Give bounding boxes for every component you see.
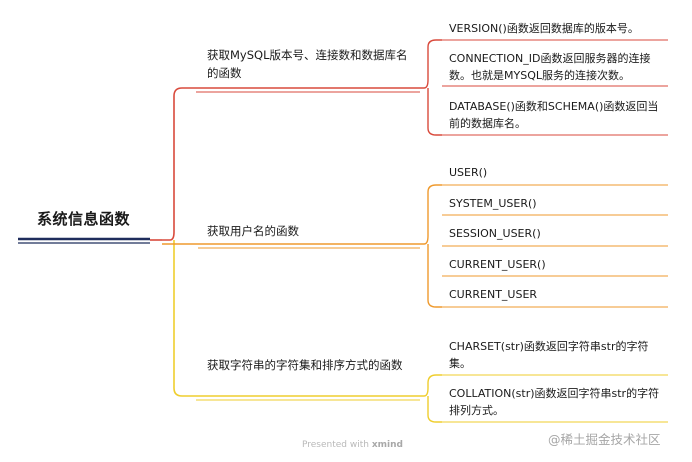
branch-3-leaf-bracket-upper [420,374,442,397]
leaf-current-user-fn[interactable]: CURRENT_USER() [449,258,546,271]
branch-version-connection[interactable]: 获取MySQL版本号、连接数和数据库名的函数 [207,48,408,80]
leaf-version[interactable]: VERSION()函数返回数据库的版本号。 [449,22,639,35]
branch-1-bracket [162,87,190,241]
leaf-user[interactable]: USER() [449,166,488,179]
root-topic[interactable]: 系统信息函数 [37,210,131,228]
leaf-charset[interactable]: CHARSET(str)函数返回字符串str的字符集。 [449,340,649,370]
presented-with-text: Presented with [302,440,369,450]
branch-2-leaf-bracket-lower [427,244,442,308]
branch-3-bracket [173,240,190,397]
xmind-brand: xmind [371,440,403,450]
leaf-connection-id[interactable]: CONNECTION_ID函数返回服务器的连接数。也就是MYSQL服务的连接次数… [449,52,651,82]
branch-1-leaf-bracket [420,39,442,89]
branch-3-leaf-bracket-lower [427,396,442,423]
branch-username[interactable]: 获取用户名的函数 [207,224,299,238]
branch-2-leaf-bracket-upper [420,184,442,245]
branch-1-leaf-bracket-lower [427,88,442,136]
leaf-session-user[interactable]: SESSION_USER() [449,227,541,240]
leaf-current-user[interactable]: CURRENT_USER [449,288,538,301]
presented-with-xmind: Presented with xmind [302,440,403,450]
juejin-watermark: @稀土掘金技术社区 [548,432,661,447]
leaf-collation[interactable]: COLLATION(str)函数返回字符串str的字符排列方式。 [449,387,660,417]
branch-charset-collation[interactable]: 获取字符串的字符集和排序方式的函数 [207,358,403,372]
leaf-database-schema[interactable]: DATABASE()函数和SCHEMA()函数返回当前的数据库名。 [449,100,659,130]
leaf-system-user[interactable]: SYSTEM_USER() [449,197,537,210]
